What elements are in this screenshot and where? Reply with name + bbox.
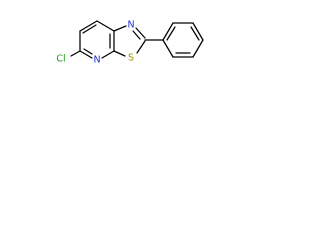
bond-ph1-ph2-inner: [166, 26, 176, 41]
thiazole-nitrogen-label: N: [127, 20, 134, 31]
bond-c2-s: [136, 40, 146, 54]
bond-ph3-ph4-inner: [190, 26, 200, 41]
bond-ph3-ph4: [192, 22, 204, 41]
bond-c6-cl: [70, 50, 81, 57]
bond-c7a-n1: [113, 25, 127, 32]
bond-c7a-c4: [96, 20, 115, 32]
bond-s-c3a: [113, 50, 126, 57]
bond-ph4-ph5: [192, 39, 204, 58]
bond-n1-c2: [135, 27, 146, 39]
bond-n7-c3a: [101, 50, 115, 59]
bond-c4-c5: [79, 20, 98, 32]
sulfur-atom-label: S: [128, 53, 134, 64]
bond-n1-c2-inner: [132, 30, 141, 40]
pyridine-nitrogen-label: N: [93, 55, 100, 66]
bond-c6-n7: [79, 50, 93, 59]
bond-c6-n7-inner: [83, 48, 93, 55]
molecule-drawing: Cl N N S: [56, 20, 204, 66]
chemical-structure: Cl N N S: [0, 0, 216, 83]
bond-c4-c5-inner: [82, 24, 97, 34]
bond-ph6-ph1: [162, 39, 174, 58]
bond-ph1-ph2: [162, 22, 174, 41]
chlorine-atom-label: Cl: [56, 54, 65, 65]
